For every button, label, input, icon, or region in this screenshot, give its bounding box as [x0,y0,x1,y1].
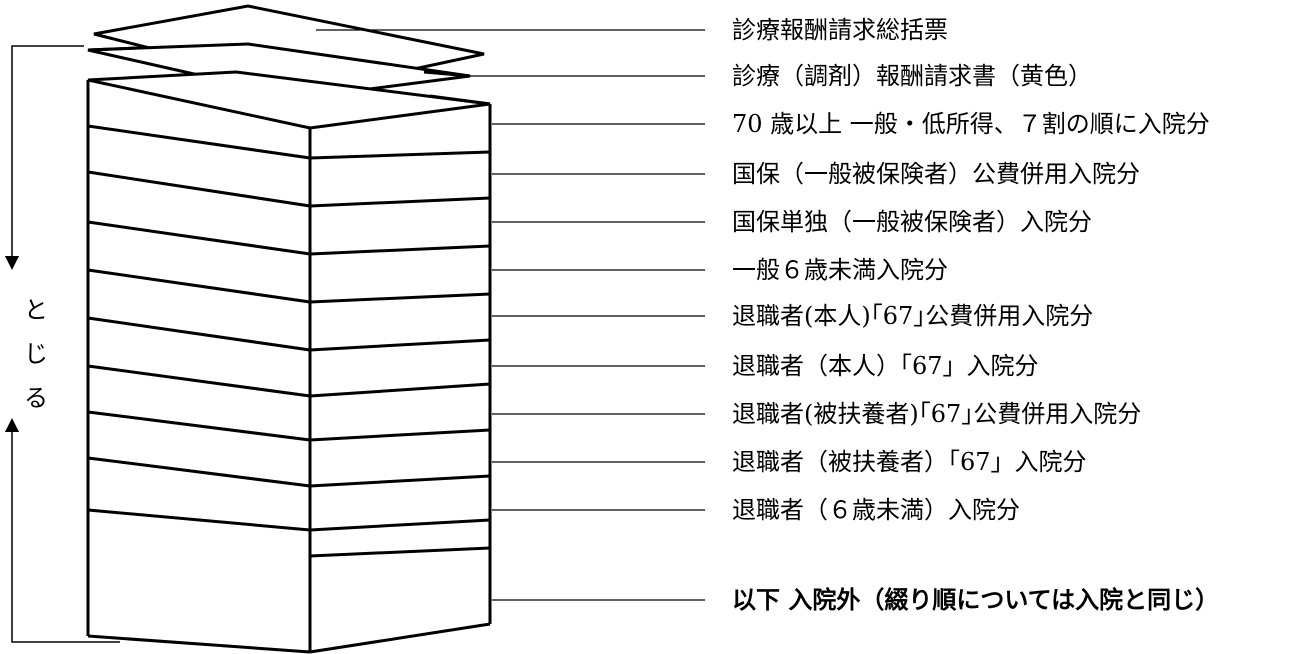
label-over70: 70 歳以上 一般・低所得、７割の順に入院分 [732,110,1210,138]
layer-lines-left [87,124,311,532]
binding-char-1: と [24,296,48,324]
label-retiree-self-public: 退職者(本人)｢67｣公費併用入院分 [732,302,1094,330]
label-retiree-under6: 退職者（６歳未満）入院分 [732,496,1020,524]
label-kokuho-public: 国保（一般被保険者）公費併用入院分 [732,160,1140,188]
label-retiree-self: 退職者（本人）「67」入院分 [732,352,1039,380]
binding-char-3: る [24,384,48,412]
arrow-up-icon [5,418,19,432]
label-summary-sheet: 診療報酬請求総括票 [732,16,948,44]
binding-char-2: じ [24,340,48,368]
label-kokuho-single: 国保単独（一般被保険者）入院分 [732,208,1092,236]
label-general-under6: 一般６歳未満入院分 [732,256,948,284]
binding-bracket [11,45,120,643]
binding-direction-label: と じ る [22,288,50,420]
layer-lines-right [309,150,491,558]
leader-lines [316,29,705,601]
label-claim-form: 診療（調剤）報酬請求書（黄色） [732,62,1092,90]
arrow-down-icon [5,256,19,270]
label-retiree-dep-public: 退職者(被扶養者)｢67｣公費併用入院分 [732,400,1142,428]
label-retiree-dep: 退職者（被扶養者）「67」入院分 [732,448,1087,476]
label-outpatient: 以下 入院外（綴り順については入院と同じ） [732,586,1220,614]
